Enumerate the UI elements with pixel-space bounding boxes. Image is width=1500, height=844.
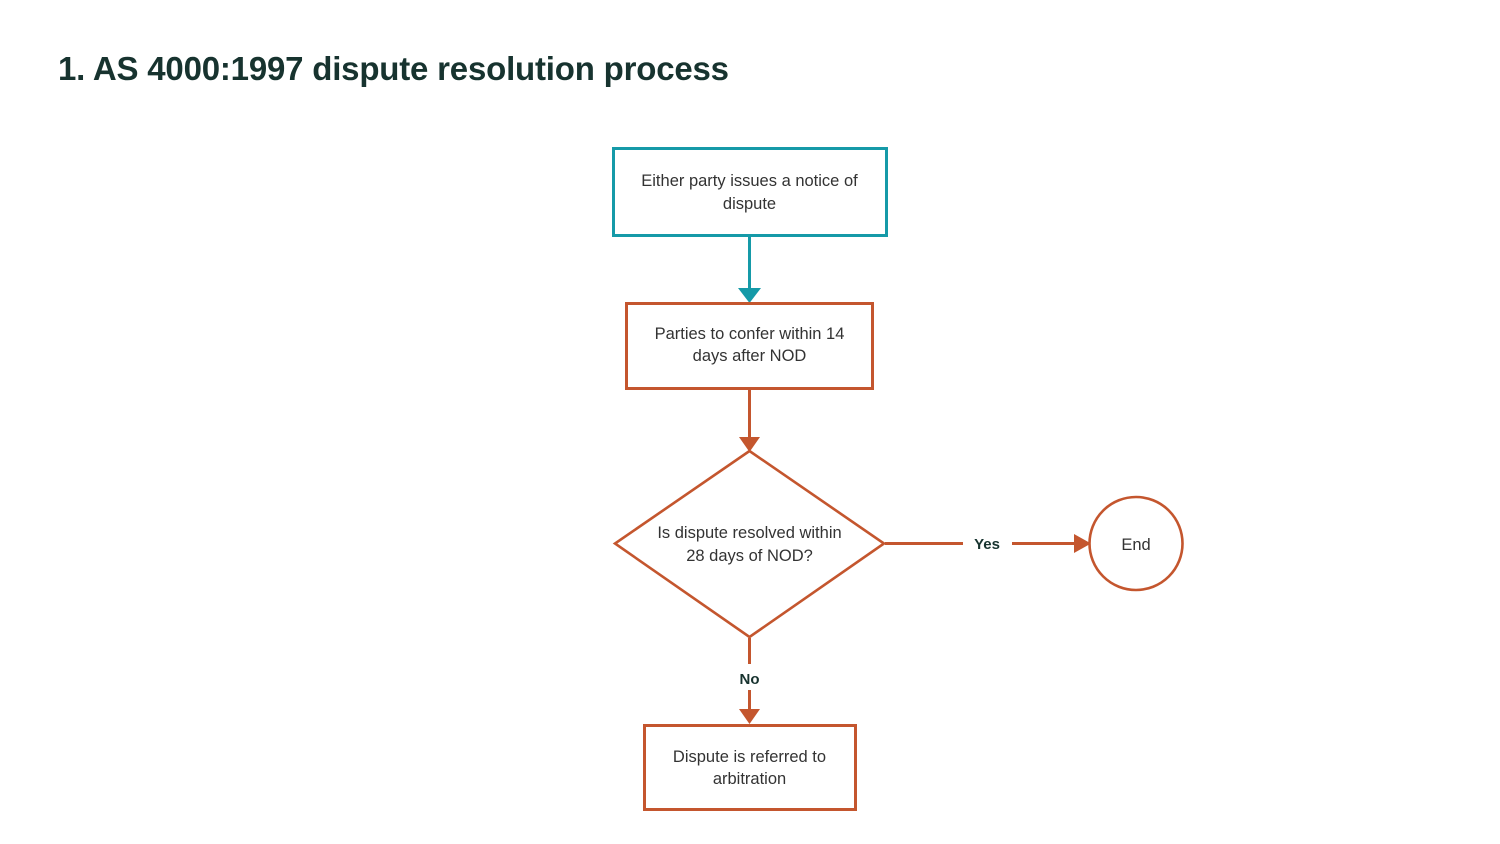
edge-start-to-confer (738, 236, 761, 303)
node-confer-label-line2: days after NOD (693, 347, 807, 365)
node-end-shape[interactable] (1088, 495, 1184, 592)
edge-label-no: No (740, 671, 760, 688)
node-start-label-line1: Either party issues a notice of (641, 172, 858, 190)
node-decision-label-line2: 28 days of NOD? (686, 547, 813, 565)
edge-label-yes: Yes (974, 536, 1000, 553)
arrowhead-down-icon (739, 709, 760, 724)
node-arbitration-label-line1: Dispute is referred to (673, 748, 826, 766)
node-end[interactable]: End (1088, 495, 1184, 592)
edge-decision-to-arbitration: No (739, 638, 760, 724)
node-decision-shape[interactable] (612, 449, 887, 639)
arrowhead-down-icon (739, 437, 760, 452)
arrowhead-right-icon (1074, 534, 1091, 553)
node-start[interactable]: Either party issues a notice of dispute (612, 147, 888, 237)
node-confer-label-line1: Parties to confer within 14 (655, 325, 845, 343)
node-start-label-line2: dispute (723, 195, 776, 213)
node-confer-shape[interactable] (625, 302, 874, 390)
page-title: 1. AS 4000:1997 dispute resolution proce… (58, 50, 729, 87)
node-decision-label-line1: Is dispute resolved within (657, 524, 841, 542)
node-end-label: End (1121, 536, 1150, 554)
node-arbitration-label-line2: arbitration (713, 770, 786, 788)
edge-decision-to-end: Yes (885, 534, 1091, 553)
arrowhead-down-icon (738, 288, 761, 303)
edge-confer-to-decision (739, 389, 760, 452)
node-decision[interactable]: Is dispute resolved within 28 days of NO… (612, 449, 887, 639)
node-arbitration[interactable]: Dispute is referred to arbitration (643, 724, 857, 811)
node-start-shape[interactable] (612, 147, 888, 237)
node-confer[interactable]: Parties to confer within 14 days after N… (625, 302, 874, 390)
node-arbitration-shape[interactable] (643, 724, 857, 811)
